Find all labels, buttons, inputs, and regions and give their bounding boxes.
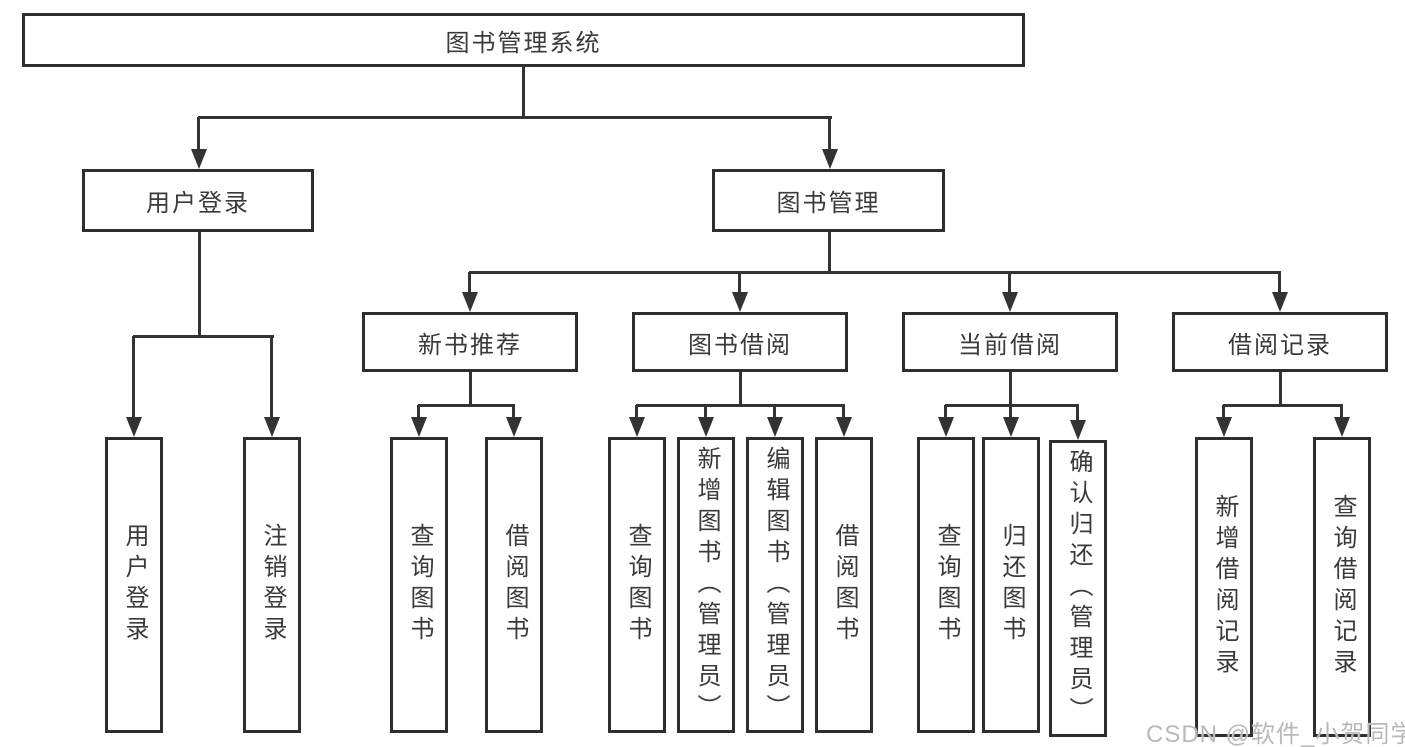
connector-login-rail: [133, 335, 274, 338]
leaf-borrowing-edit-books-admin: 编辑图书（管理员）: [746, 437, 804, 733]
arrow-to-borrowing-borrow: [836, 405, 852, 437]
arrow-to-borrowing-query: [629, 405, 645, 437]
leaf-borrowing-add-books-admin: 新增图书（管理员）: [677, 437, 735, 733]
connector-borrowing-stem: [739, 372, 742, 405]
connector-current-stem: [1009, 372, 1012, 405]
csdn-watermark: CSDN @软件_小贺同学: [1146, 721, 1405, 747]
leaf-borrowing-borrow-books: 借阅图书: [815, 437, 873, 733]
connector-management-stem: [828, 232, 831, 273]
node-book-borrowing: 图书借阅: [632, 312, 848, 372]
leaf-records-add-record: 新增借阅记录: [1195, 437, 1253, 737]
arrow-to-borrowing-add: [698, 405, 714, 437]
leaf-current-return-books: 归还图书: [982, 437, 1040, 733]
node-borrowing-records: 借阅记录: [1172, 312, 1388, 372]
arrow-to-book-management: [822, 117, 838, 169]
leaf-recommend-borrow-books: 借阅图书: [485, 437, 543, 733]
leaf-records-query-record: 查询借阅记录: [1313, 437, 1371, 737]
arrow-to-current-confirm: [1070, 405, 1086, 440]
leaf-current-query-books: 查询图书: [917, 437, 975, 733]
connector-records-stem: [1279, 372, 1282, 405]
connector-recommend-rail: [418, 404, 515, 407]
arrow-to-borrowing-records: [1272, 272, 1288, 312]
arrow-to-user-login: [191, 117, 207, 169]
connector-recommend-stem: [469, 372, 472, 405]
leaf-recommend-query-books: 查询图书: [390, 437, 448, 733]
arrow-to-records-query: [1334, 405, 1350, 437]
leaf-user-login: 用户登录: [105, 437, 163, 733]
connector-current-rail: [945, 404, 1079, 407]
node-current-borrowing: 当前借阅: [902, 312, 1118, 372]
leaf-borrowing-query-books: 查询图书: [608, 437, 666, 733]
arrow-to-recommend-borrow: [506, 405, 522, 437]
arrow-to-current-borrowing: [1002, 272, 1018, 312]
arrow-to-records-add: [1216, 405, 1232, 437]
connector-root-rail: [198, 116, 832, 119]
connector-borrowing-rail: [636, 404, 845, 407]
arrow-to-book-borrowing: [732, 272, 748, 312]
arrow-to-current-return: [1003, 405, 1019, 437]
arrow-to-borrowing-edit: [767, 405, 783, 437]
node-user-login: 用户登录: [82, 169, 314, 232]
connector-root-stem: [522, 67, 525, 118]
leaf-logout: 注销登录: [243, 437, 301, 733]
leaf-current-confirm-return-admin: 确认归还（管理员）: [1049, 440, 1107, 737]
arrow-to-current-query: [938, 405, 954, 437]
arrow-to-recommend-query: [411, 405, 427, 437]
node-book-management: 图书管理: [712, 169, 945, 232]
arrow-to-leaf-user-login: [126, 336, 142, 437]
connector-login-stem: [198, 232, 201, 337]
node-root: 图书管理系统: [22, 13, 1025, 67]
arrow-to-leaf-logout: [264, 336, 280, 437]
connector-records-rail: [1223, 404, 1343, 407]
arrow-to-new-book-recommend: [462, 272, 478, 312]
connector-management-rail: [469, 271, 1281, 274]
node-new-book-recommend: 新书推荐: [362, 312, 578, 372]
